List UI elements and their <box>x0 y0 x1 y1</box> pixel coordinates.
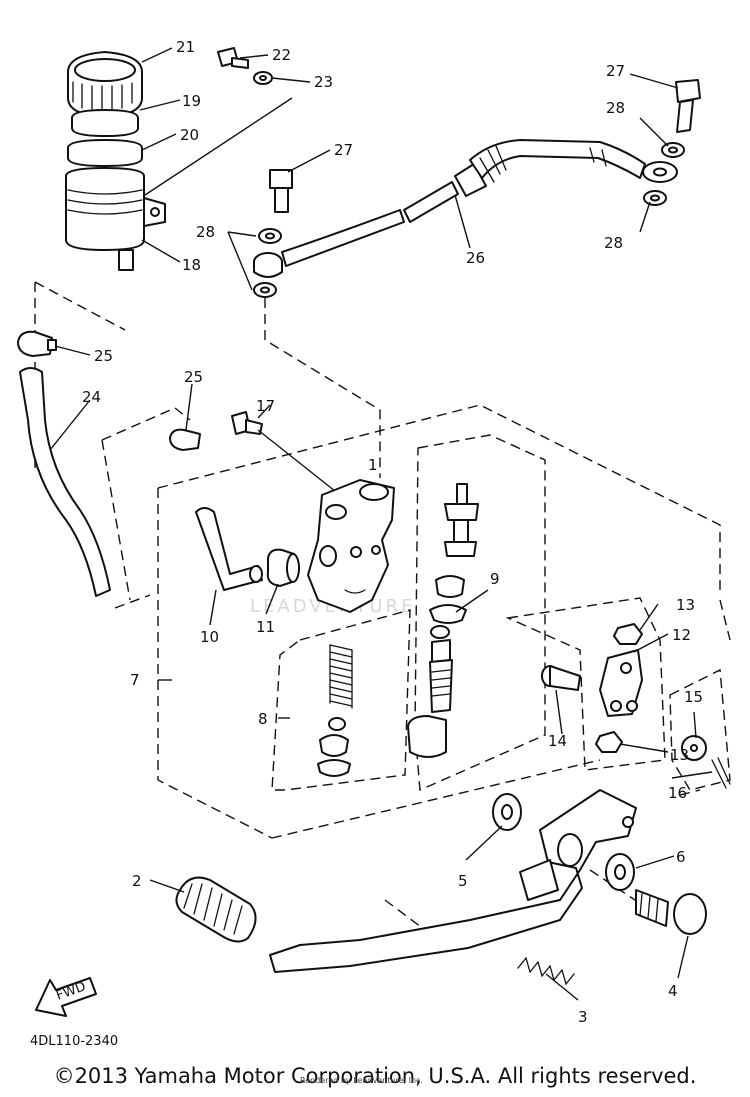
copyright-notice: ©2013 Yamaha Motor Corporation, U.S.A. A… <box>53 1064 697 1088</box>
washer-15 <box>681 735 707 761</box>
callout-24: 24 <box>82 388 101 406</box>
callout-13-upper: 13 <box>676 596 695 614</box>
callout-labels: 21 19 20 18 22 23 27 28 26 27 28 28 25 2… <box>82 38 703 1026</box>
master-cylinder-body-1 <box>307 479 395 613</box>
nut-13-lower <box>595 731 623 753</box>
callout-16: 16 <box>668 784 687 802</box>
hose-clamp-25-upper <box>17 330 57 357</box>
callout-20: 20 <box>180 126 199 144</box>
reservoir-hose-24 <box>19 367 111 597</box>
callout-18: 18 <box>182 256 201 274</box>
push-rod-kit-9 <box>407 483 479 758</box>
brake-rod-clevis-12 <box>599 649 643 717</box>
callout-3: 3 <box>578 1008 588 1026</box>
callout-21: 21 <box>176 38 195 56</box>
washer-28-upper-right <box>661 142 685 158</box>
callout-28-lower-right: 28 <box>604 234 623 252</box>
callout-1: 1 <box>368 456 378 474</box>
washer-28-upper-left <box>258 228 282 244</box>
callout-7: 7 <box>130 671 140 689</box>
spring-kit-8 <box>317 644 353 777</box>
footrest-rubber-2 <box>175 876 257 943</box>
assembly-7-boundary <box>157 404 731 839</box>
callout-4: 4 <box>668 982 678 1000</box>
assembly-12-boundary <box>505 597 666 771</box>
lever-dashline <box>384 899 426 931</box>
watermark: LEADVENTURE <box>250 596 415 617</box>
fwd-arrow-icon: FWD <box>35 977 97 1017</box>
washer-5 <box>492 793 522 831</box>
callout-19: 19 <box>182 92 201 110</box>
brake-hose-26 <box>281 139 646 267</box>
callout-6: 6 <box>676 848 686 866</box>
banjo-fitting-left <box>253 252 283 278</box>
nut-13-upper <box>613 623 643 645</box>
hose-24-boundary <box>34 281 176 609</box>
callout-25-upper: 25 <box>94 347 113 365</box>
return-spring-3 <box>517 956 575 986</box>
callout-22: 22 <box>272 46 291 64</box>
leader-lines <box>49 47 713 1001</box>
banjo-fitting-right <box>642 161 678 183</box>
assembly-9-boundary <box>414 434 546 792</box>
callout-23: 23 <box>314 73 333 91</box>
assembly-8-boundary <box>271 609 411 791</box>
clevis-pin-14 <box>541 665 581 691</box>
callout-14: 14 <box>548 732 567 750</box>
washer-28-lower-right <box>643 190 667 206</box>
callout-12: 12 <box>672 626 691 644</box>
washer-28-lower-left <box>253 282 277 298</box>
hose-clamp-25-lower <box>169 428 201 451</box>
callout-5: 5 <box>458 872 468 890</box>
callout-27-left: 27 <box>334 141 353 159</box>
callout-10: 10 <box>200 628 219 646</box>
joint-pipe-10 <box>195 507 263 591</box>
reservoir-cap <box>67 51 143 118</box>
brake-pedal <box>269 789 637 973</box>
callout-28-left: 28 <box>196 223 215 241</box>
reservoir-diaphragm <box>71 109 139 137</box>
callout-25-lower: 25 <box>184 368 203 386</box>
washer-6 <box>605 853 635 891</box>
rendered-by-note: Rendered by LeadVenture, Inc. <box>300 1076 423 1085</box>
pivot-bolt-4 <box>635 889 707 935</box>
hose-to-cylinder-dashline <box>264 298 381 478</box>
callout-11: 11 <box>256 618 275 636</box>
callout-27-right: 27 <box>606 62 625 80</box>
callout-28-upper-right: 28 <box>606 99 625 117</box>
banjo-bolt-27-left <box>269 169 293 213</box>
callout-9-upper: 9 <box>490 570 500 588</box>
callout-8: 8 <box>258 710 268 728</box>
cotter-pin-16 <box>711 757 731 789</box>
grommet-11 <box>266 548 300 587</box>
banjo-bolt-27-right <box>675 79 701 133</box>
bolt-17 <box>231 411 341 496</box>
callout-13-lower: 13 <box>670 746 689 764</box>
reservoir-tank <box>65 167 166 271</box>
washer-23 <box>253 71 273 85</box>
callout-15: 15 <box>684 688 703 706</box>
callout-2: 2 <box>132 872 142 890</box>
callout-26: 26 <box>466 249 485 267</box>
callout-17: 17 <box>256 397 275 415</box>
bolt-22 <box>217 47 249 69</box>
reservoir-plate <box>67 139 143 167</box>
drawing-code: 4DL110-2340 <box>30 1034 118 1049</box>
